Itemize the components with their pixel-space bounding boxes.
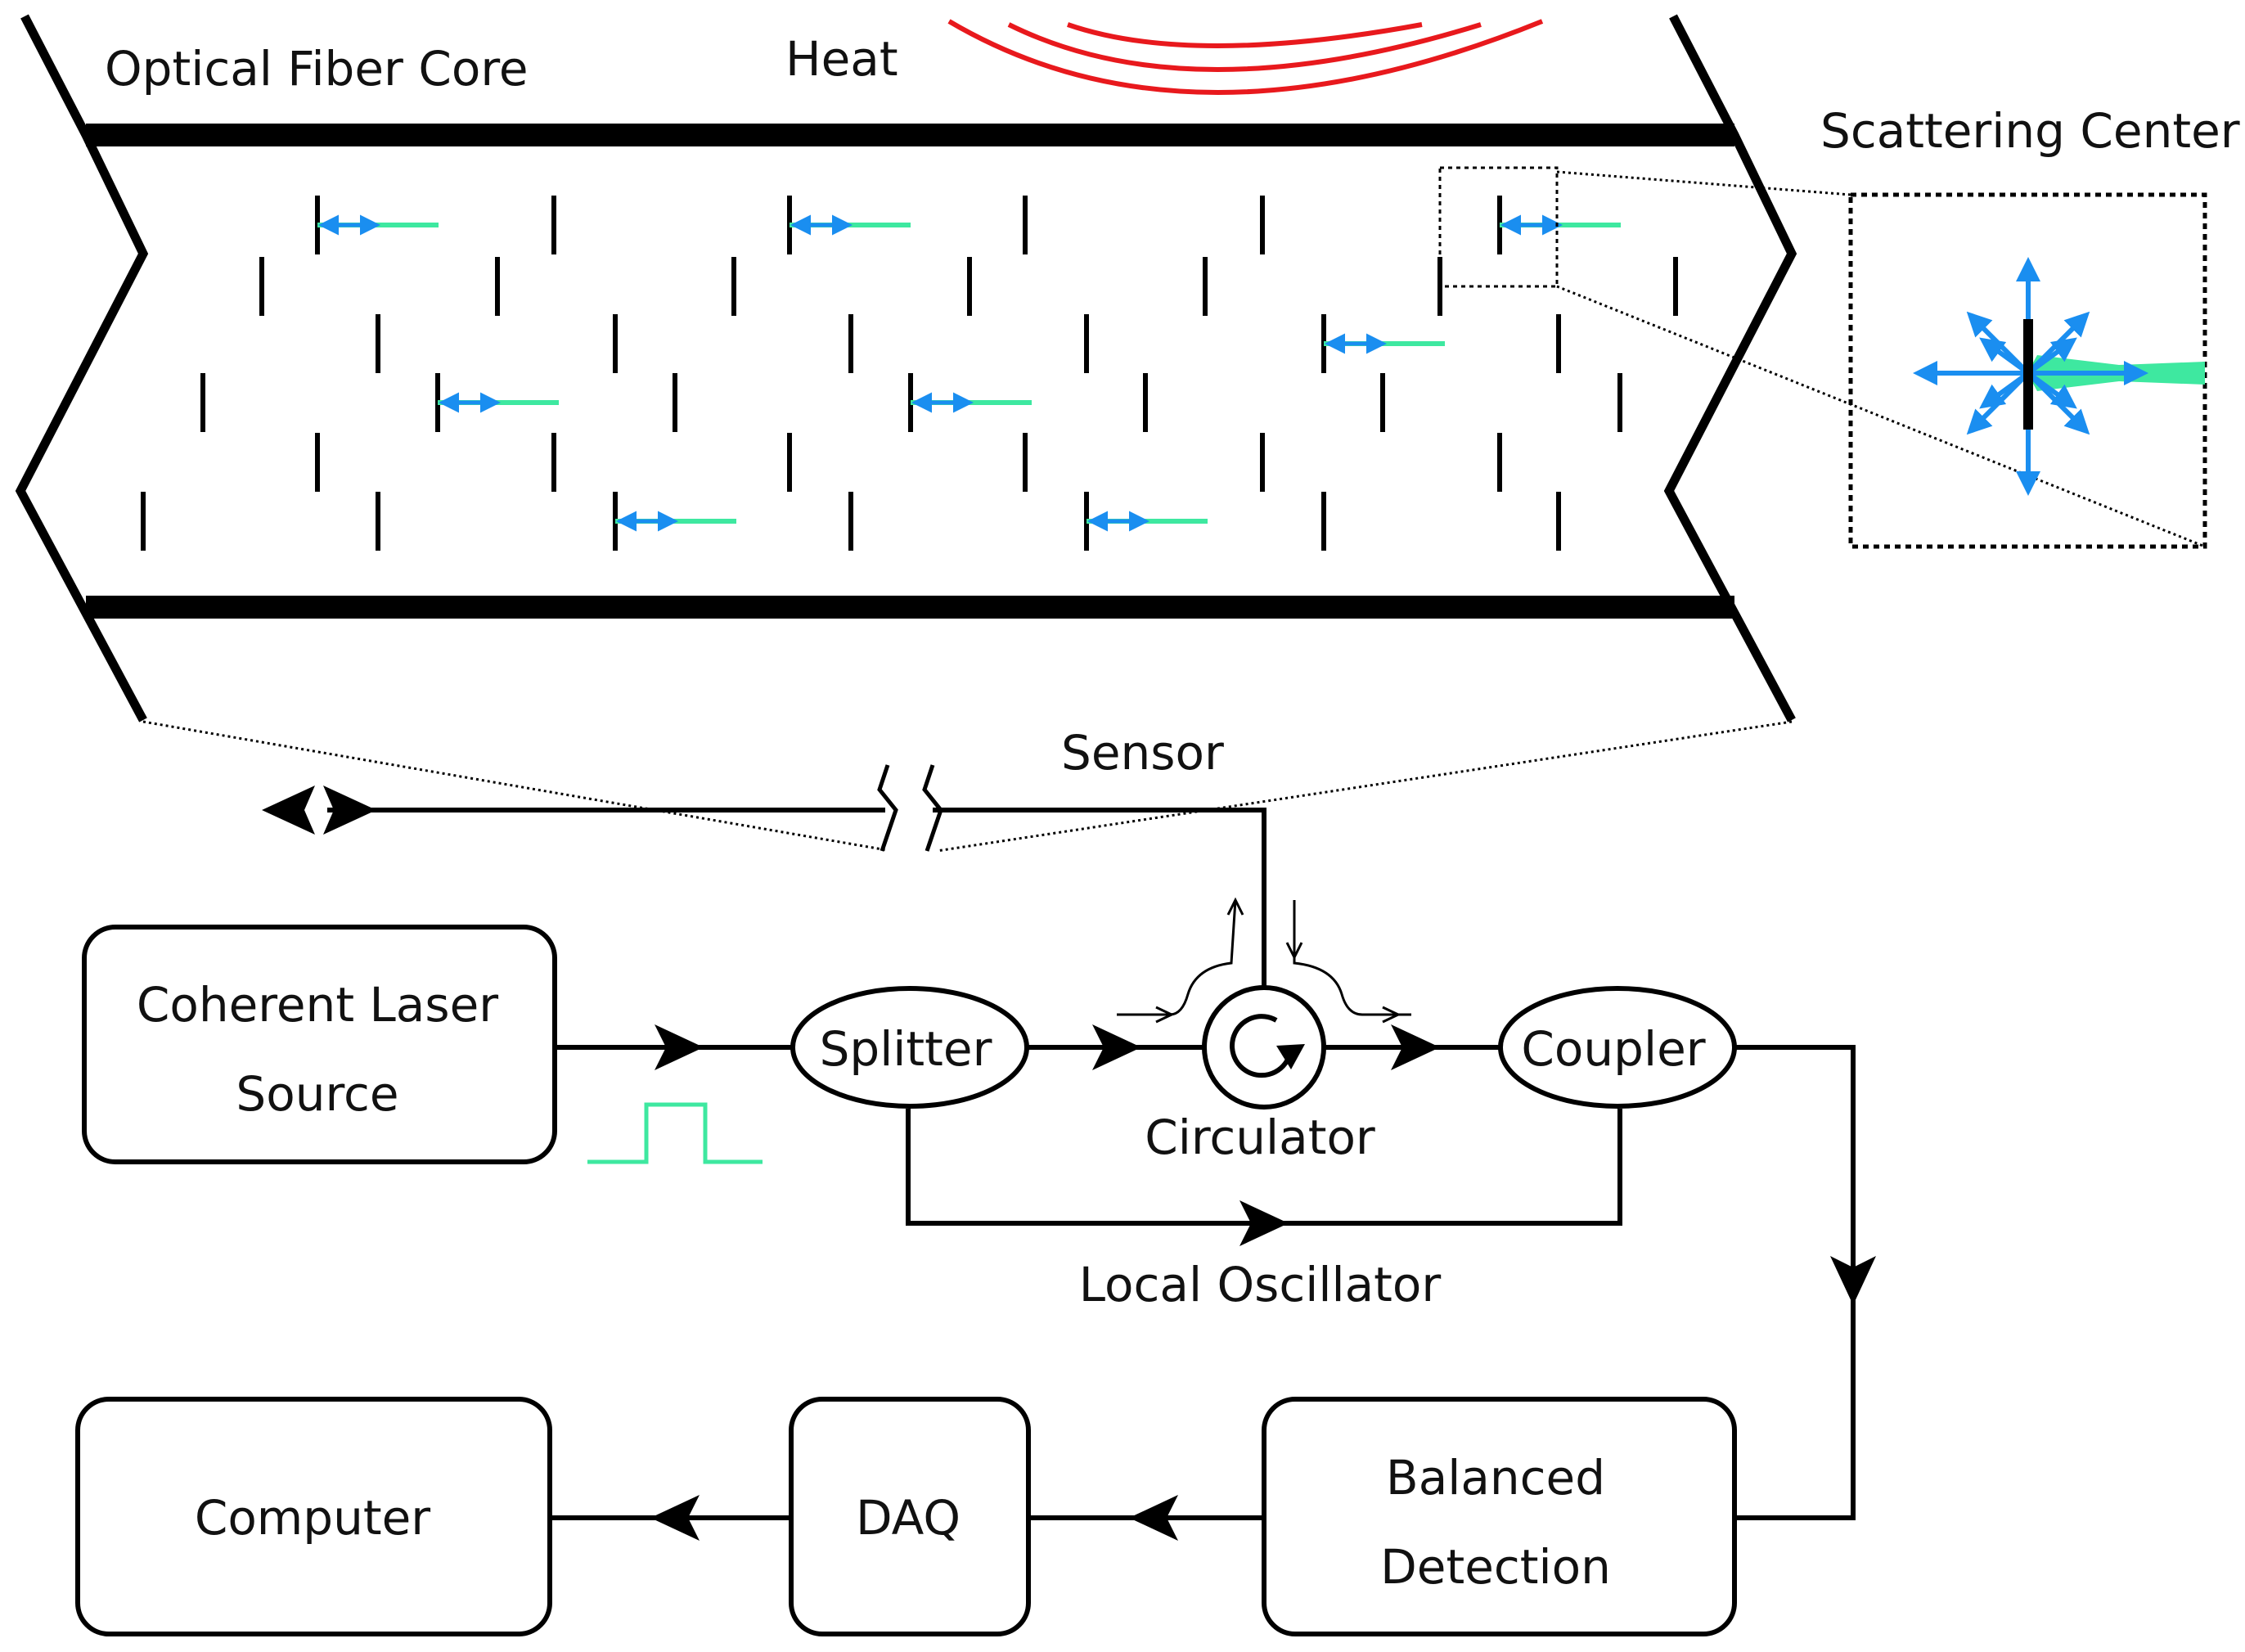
balanced-detection-block: Balanced Detection [1262,1397,1737,1636]
zoom-inset-box [1848,192,2207,549]
circulator-port-indicators [1117,897,1411,1024]
daq-block: DAQ [789,1397,1031,1636]
heat-waves [947,19,1544,95]
fiber-break-gap [885,765,933,855]
circulator-port-out-icon [1293,900,1411,1016]
circulator-rotation-arrowhead-icon [1276,1044,1305,1069]
heat-label: Heat [785,31,898,87]
computer-block: Computer [75,1397,552,1636]
zoom-guide-bottom [1556,285,2206,548]
coupler-label: Coupler [1521,1021,1705,1077]
pulse-icon [587,1102,763,1164]
balanced-detection-box [1262,1397,1737,1636]
splitter-body [790,986,1029,1109]
arrow-daq-to-computer-icon [650,1495,700,1541]
circulator-body [1202,985,1326,1110]
computer-box [75,1397,552,1636]
arrow-detection-to-daq-icon [1129,1495,1178,1541]
daq-label: DAQ [856,1490,961,1546]
coupler-to-detection-line [1734,1045,1856,1520]
balanced-detection-label-line2: Detection [1380,1539,1611,1595]
circulator-port-in-icon [1117,899,1237,1016]
circulator-rotation-icon [1230,1014,1294,1078]
computer-label: Computer [195,1490,430,1546]
scattering-centers [141,196,1678,551]
scattering-center-zoom [1438,166,2207,549]
splitter-label: Splitter [820,1021,992,1077]
scattering-center-label: Scattering Center [1820,103,2240,159]
fiber-left-break [15,14,149,722]
heat-wave-middle [1007,22,1482,72]
balanced-detection-label-line1: Balanced [1386,1450,1605,1506]
fiber-title: Optical Fiber Core [105,41,529,97]
laser-source-label-line2: Source [236,1066,398,1122]
zoom-guide-top [1556,170,1851,196]
fiber-right-break [1663,14,1797,722]
coupler: Coupler [1498,986,1737,1109]
circulator-label: Circulator [1145,1110,1375,1165]
splitter: Splitter [790,986,1029,1109]
circulator [1202,985,1326,1110]
arrow-down-to-detection-icon [1830,1256,1876,1305]
arrow-splitter-to-circulator-icon [1092,1024,1141,1070]
arrow-local-oscillator-icon [1239,1200,1289,1246]
fiber-core-section [15,14,1797,722]
sensor-label: Sensor [1061,725,1224,781]
heat-wave-inner [1067,22,1423,48]
coupler-body [1498,986,1737,1109]
flow-arrowheads [650,1024,1876,1541]
arrow-laser-to-splitter-icon [655,1024,704,1070]
circulator-port-arrowhead-icon [1155,897,1401,1024]
sensor-zoom-guide-right [936,720,1793,853]
heat-wave-outer [947,19,1544,95]
arrow-circulator-to-coupler-icon [1391,1024,1440,1070]
laser-source-block: Coherent Laser Source [82,925,557,1164]
laser-source-label-line1: Coherent Laser [137,977,498,1033]
fiber-break-icon [877,764,943,852]
sensor-zoom-guide-left [142,720,893,853]
laser-source-box [82,925,557,1164]
sensor-end-arrow-icon [262,785,376,835]
local-oscillator-label: Local Oscillator [1079,1257,1442,1312]
zoom-source-box [1438,166,1559,288]
daq-box [789,1397,1031,1636]
backscatter-arrows [317,214,1621,532]
sensor-fiber [142,720,1793,1002]
